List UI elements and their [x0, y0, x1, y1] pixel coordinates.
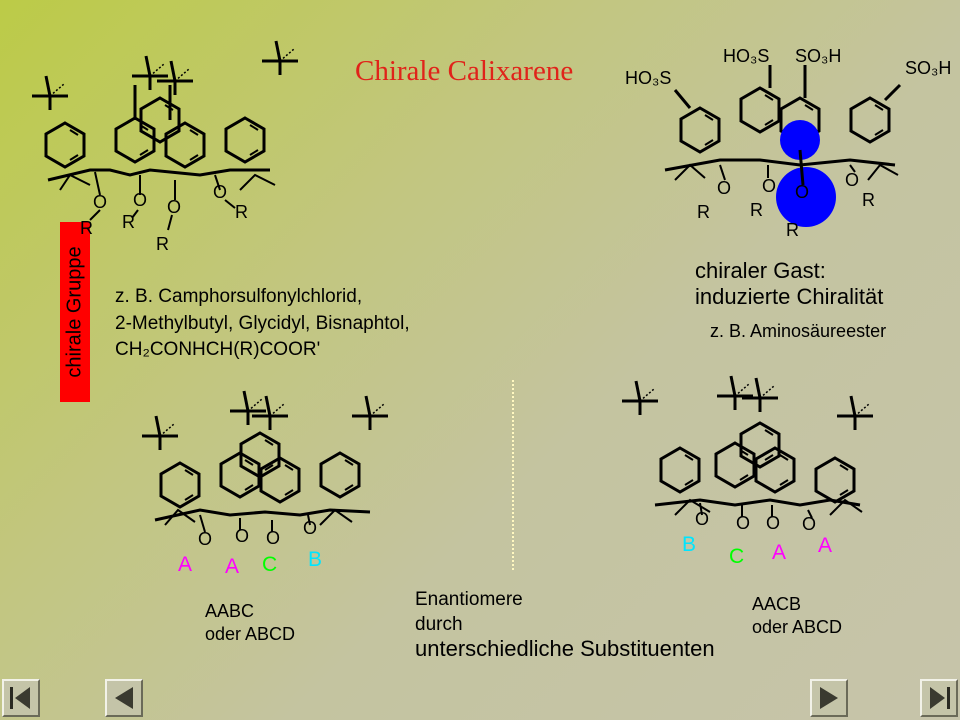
guest-example: z. B. Aminosäureester: [710, 321, 887, 341]
center-line-2: durch: [415, 614, 463, 635]
first-slide-button[interactable]: [2, 679, 40, 717]
right-caption-line-1: AACB: [752, 594, 802, 614]
atom-o: O: [762, 176, 776, 196]
right-caption-line-2: oder ABCD: [752, 617, 843, 637]
previous-slide-icon: [115, 687, 133, 709]
next-slide-button[interactable]: [810, 679, 848, 717]
atom-o: O: [93, 192, 107, 212]
next-slide-icon: [820, 687, 838, 709]
examples-line-2: 2-Methylbutyl, Glycidyl, Bisnaphtol,: [115, 313, 410, 334]
atom-o: O: [198, 529, 212, 549]
substituent-b: B: [682, 533, 696, 556]
atom-r: R: [862, 190, 875, 210]
atom-r: R: [156, 234, 169, 254]
guest-sphere-small: [780, 120, 820, 160]
guest-spheres: [776, 120, 836, 227]
slide-title: Chirale Calixarene: [355, 55, 574, 87]
sulfonate-4: SO₃H: [905, 58, 951, 78]
atom-o: O: [167, 197, 181, 217]
atom-r: R: [122, 212, 135, 232]
previous-slide-button[interactable]: [105, 679, 143, 717]
atom-o: O: [795, 182, 809, 202]
top-right-atoms: HO₃S HO₃S SO₃H SO₃H O O O O R R R R: [625, 46, 951, 240]
last-slide-icon: [930, 687, 950, 709]
sulfonate-3: SO₃H: [795, 46, 841, 66]
substituent-a: A: [818, 534, 832, 557]
examples-line-1: z. B. Camphorsulfonylchlorid,: [115, 286, 363, 307]
atom-o: O: [695, 509, 709, 529]
atom-o: O: [235, 526, 249, 546]
guest-line-2: induzierte Chiralität: [695, 284, 884, 309]
calixarene-top-left: [30, 39, 300, 231]
left-caption-line-2: oder ABCD: [205, 624, 296, 644]
atom-o: O: [717, 178, 731, 198]
left-caption-line-1: AABC: [205, 601, 255, 621]
atom-o: O: [213, 182, 227, 202]
atom-o: O: [845, 170, 859, 190]
atom-o: O: [133, 190, 147, 210]
atom-o: O: [303, 518, 317, 538]
atom-o: O: [736, 513, 750, 533]
bottom-right-atoms: O O O O B C A A: [682, 509, 832, 568]
sulfonate-2: HO₃S: [723, 46, 769, 66]
substituent-a: A: [225, 555, 239, 578]
calixarene-top-right: [664, 65, 902, 181]
first-slide-icon: [10, 687, 30, 709]
atom-o: O: [802, 514, 816, 534]
substituent-b: B: [308, 548, 322, 571]
atom-r: R: [697, 202, 710, 222]
dotted-separator: [512, 380, 514, 570]
guest-line-1: chiraler Gast:: [695, 258, 826, 283]
sulfonate-1: HO₃S: [625, 68, 671, 88]
atom-r: R: [80, 218, 93, 238]
center-line-1: Enantiomere: [415, 589, 523, 610]
atom-o: O: [266, 528, 280, 548]
last-slide-button[interactable]: [920, 679, 958, 717]
atom-r: R: [235, 202, 248, 222]
examples-line-3: CH₂CONHCH(R)COOR': [115, 339, 321, 360]
atom-r: R: [786, 220, 799, 240]
top-left-atoms: O O O O R R R R: [80, 182, 248, 254]
center-line-3: unterschiedliche Substituenten: [415, 636, 715, 661]
substituent-c: C: [262, 553, 277, 576]
substituent-a: A: [178, 553, 192, 576]
substituent-a: A: [772, 541, 786, 564]
calixarene-bottom-right: [620, 374, 875, 519]
substituent-c: C: [729, 545, 744, 568]
atom-o: O: [766, 513, 780, 533]
guest-sphere-large: [776, 167, 836, 227]
chiral-group-box: [60, 222, 90, 402]
atom-r: R: [750, 200, 763, 220]
calixarene-bottom-left: [140, 389, 390, 533]
bottom-left-atoms: O O O O A A C B: [178, 518, 322, 578]
